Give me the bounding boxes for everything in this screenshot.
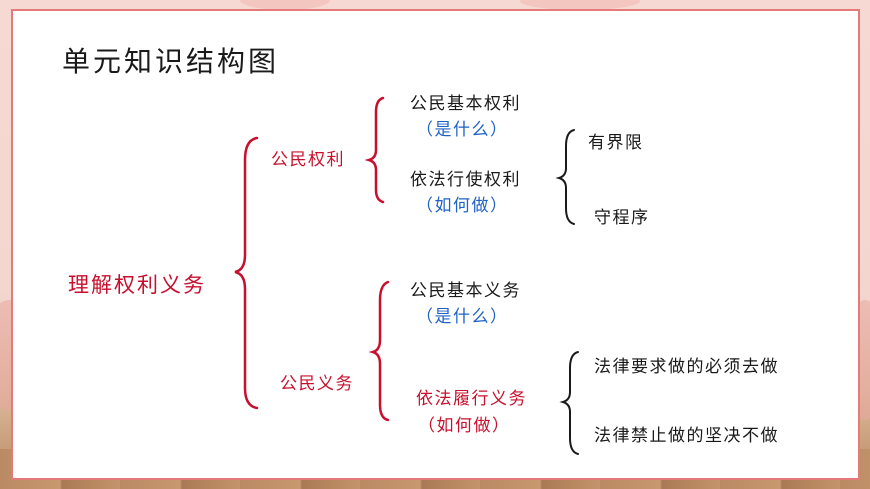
root-node-label: 理解权利义务 <box>68 273 206 297</box>
page-title: 单元知识结构图 <box>62 45 280 78</box>
duties-perform-point-2: 法律禁止做的坚决不做 <box>594 426 779 446</box>
rights-node-label: 公民权利 <box>271 150 345 170</box>
duties-node-label: 公民义务 <box>280 374 354 394</box>
rights-basic-label: 公民基本权利 <box>410 94 521 114</box>
duties-basic-label: 公民基本义务 <box>410 281 521 301</box>
duties-basic-question: （是什么） <box>416 307 509 327</box>
slide-panel <box>11 9 860 480</box>
background-decoration <box>520 0 640 10</box>
rights-exercise-label: 依法行使权利 <box>410 170 521 190</box>
background-decoration <box>240 0 330 10</box>
duties-perform-question: （如何做） <box>418 416 511 436</box>
duties-perform-label: 依法履行义务 <box>416 389 527 409</box>
duties-perform-point-1: 法律要求做的必须去做 <box>594 357 779 377</box>
rights-basic-question: （是什么） <box>416 120 509 140</box>
rights-exercise-point-2: 守程序 <box>594 208 650 228</box>
rights-exercise-point-1: 有界限 <box>588 133 644 153</box>
rights-exercise-question: （如何做） <box>416 196 509 216</box>
